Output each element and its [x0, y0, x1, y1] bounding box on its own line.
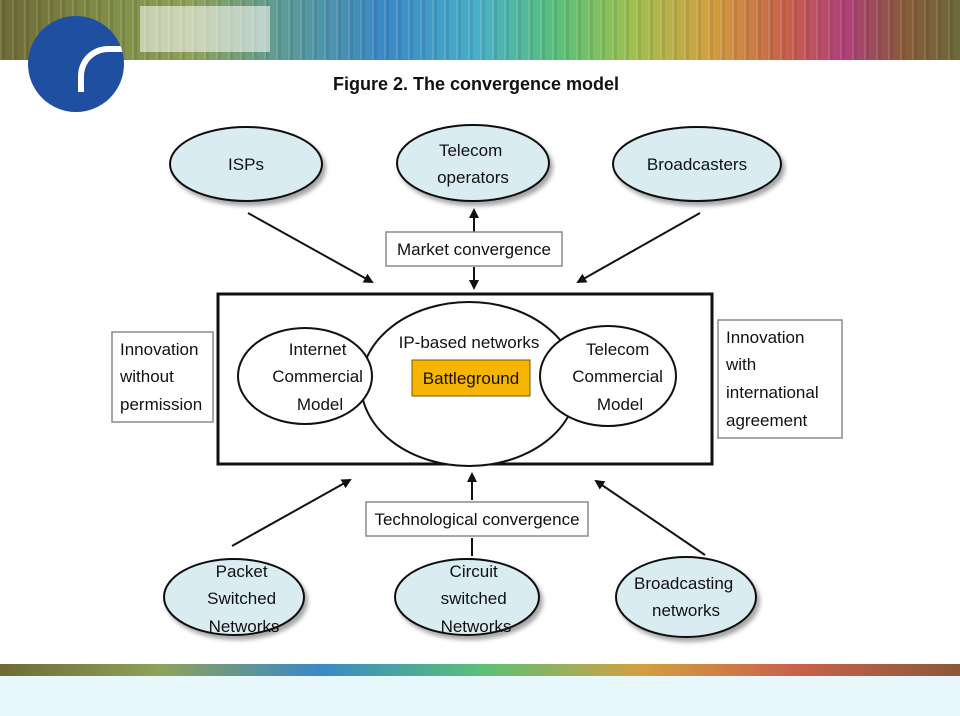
figure-title: Figure 2. The convergence model: [333, 74, 619, 94]
packet-networks-label: Packet Switched Networks: [207, 562, 281, 636]
ip-networks-label: IP-based networks: [399, 333, 540, 352]
formula-graphic: [140, 6, 270, 52]
internet-model-node: Internet Commercial Model: [237, 327, 373, 425]
right-note-label: Innovation with international agreement: [725, 328, 823, 430]
telecom-operators-node: Telecom operators: [396, 124, 550, 202]
arrow-broadcasters: [576, 212, 701, 283]
technological-convergence-label: Technological convergence: [374, 510, 579, 529]
broadcasting-networks-label: Broadcasting networks: [634, 574, 738, 620]
innovation-without-permission-note: Innovation without permission: [111, 331, 214, 423]
innovation-with-agreement-note: Innovation with international agreement: [717, 319, 843, 439]
decorative-bottom-banner: [0, 664, 960, 676]
telecom-model-node: Telecom Commercial Model: [539, 325, 677, 427]
isps-node: ISPs: [169, 126, 323, 202]
logo: [28, 16, 124, 112]
logo-swoosh: [78, 46, 124, 92]
internet-model-label: Internet Commercial Model: [272, 340, 367, 414]
telecom-operators-label: Telecom operators: [437, 141, 509, 187]
market-convergence-label: Market convergence: [397, 240, 551, 259]
battleground-node: Battleground: [411, 359, 531, 397]
battleground-label: Battleground: [423, 369, 519, 388]
telecom-model-label: Telecom Commercial Model: [572, 340, 667, 414]
isps-label: ISPs: [228, 155, 264, 174]
circuit-networks-node: Circuit switched Networks: [394, 558, 540, 636]
circuit-networks-label: Circuit switched Networks: [441, 562, 512, 636]
market-convergence-box: Market convergence: [385, 231, 563, 267]
broadcasters-label: Broadcasters: [647, 155, 747, 174]
footer-strip: [0, 676, 960, 716]
technological-convergence-box: Technological convergence: [365, 501, 589, 537]
arrow-isps: [247, 212, 374, 283]
left-note-label: Innovation without permission: [119, 340, 203, 414]
packet-networks-node: Packet Switched Networks: [163, 558, 305, 636]
arrow-broadcasting: [594, 479, 706, 556]
decorative-top-banner: [0, 0, 960, 60]
broadcasters-node: Broadcasters: [612, 126, 782, 202]
broadcasting-networks-node: Broadcasting networks: [615, 556, 757, 638]
arrow-packet: [231, 479, 352, 547]
